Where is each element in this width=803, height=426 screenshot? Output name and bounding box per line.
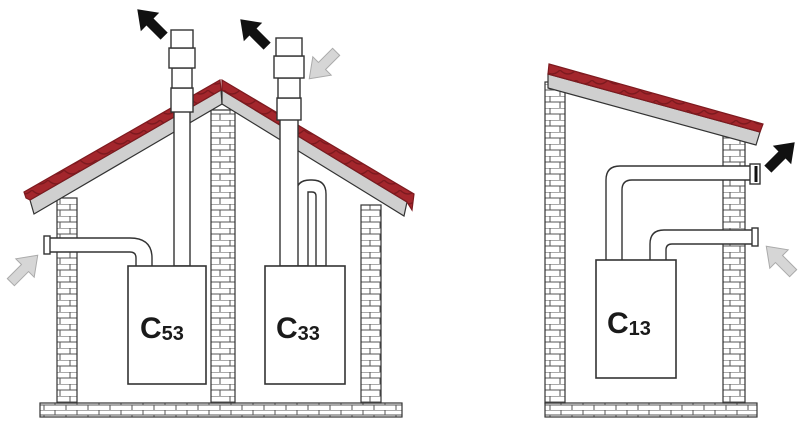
exhaust-arrow-icon (764, 142, 795, 173)
c53-vertical-flue (168, 29, 196, 267)
exhaust-arrow-icon (240, 19, 271, 50)
intake-arrow-icon (6, 254, 39, 287)
c13-intake-pipe (649, 227, 759, 263)
intake-arrow-icon (308, 47, 341, 80)
right-house: C13 (544, 63, 764, 418)
exhaust-arrow-icon (137, 9, 168, 40)
c13-boiler (595, 259, 677, 379)
roof-board-right (221, 88, 408, 217)
right-house-left-wall (544, 81, 566, 404)
roof-tiles-right (221, 78, 415, 212)
c33-label: C33 (276, 312, 320, 345)
intake-arrow-icon (765, 245, 798, 278)
right-floor (544, 402, 758, 418)
c53-label: C53 (140, 312, 184, 345)
center-wall (210, 109, 236, 404)
c13-label: C13 (607, 307, 651, 340)
left-outer-wall (56, 197, 78, 404)
c53-boiler (127, 265, 207, 385)
left-house: C53 C33 (23, 29, 415, 418)
left-floor (39, 402, 403, 418)
c13-exhaust-pipe (605, 163, 761, 263)
c33-boiler (264, 265, 346, 385)
right-roof-tiles (547, 63, 764, 133)
right-wall (360, 204, 382, 404)
right-roof-board (547, 73, 761, 146)
